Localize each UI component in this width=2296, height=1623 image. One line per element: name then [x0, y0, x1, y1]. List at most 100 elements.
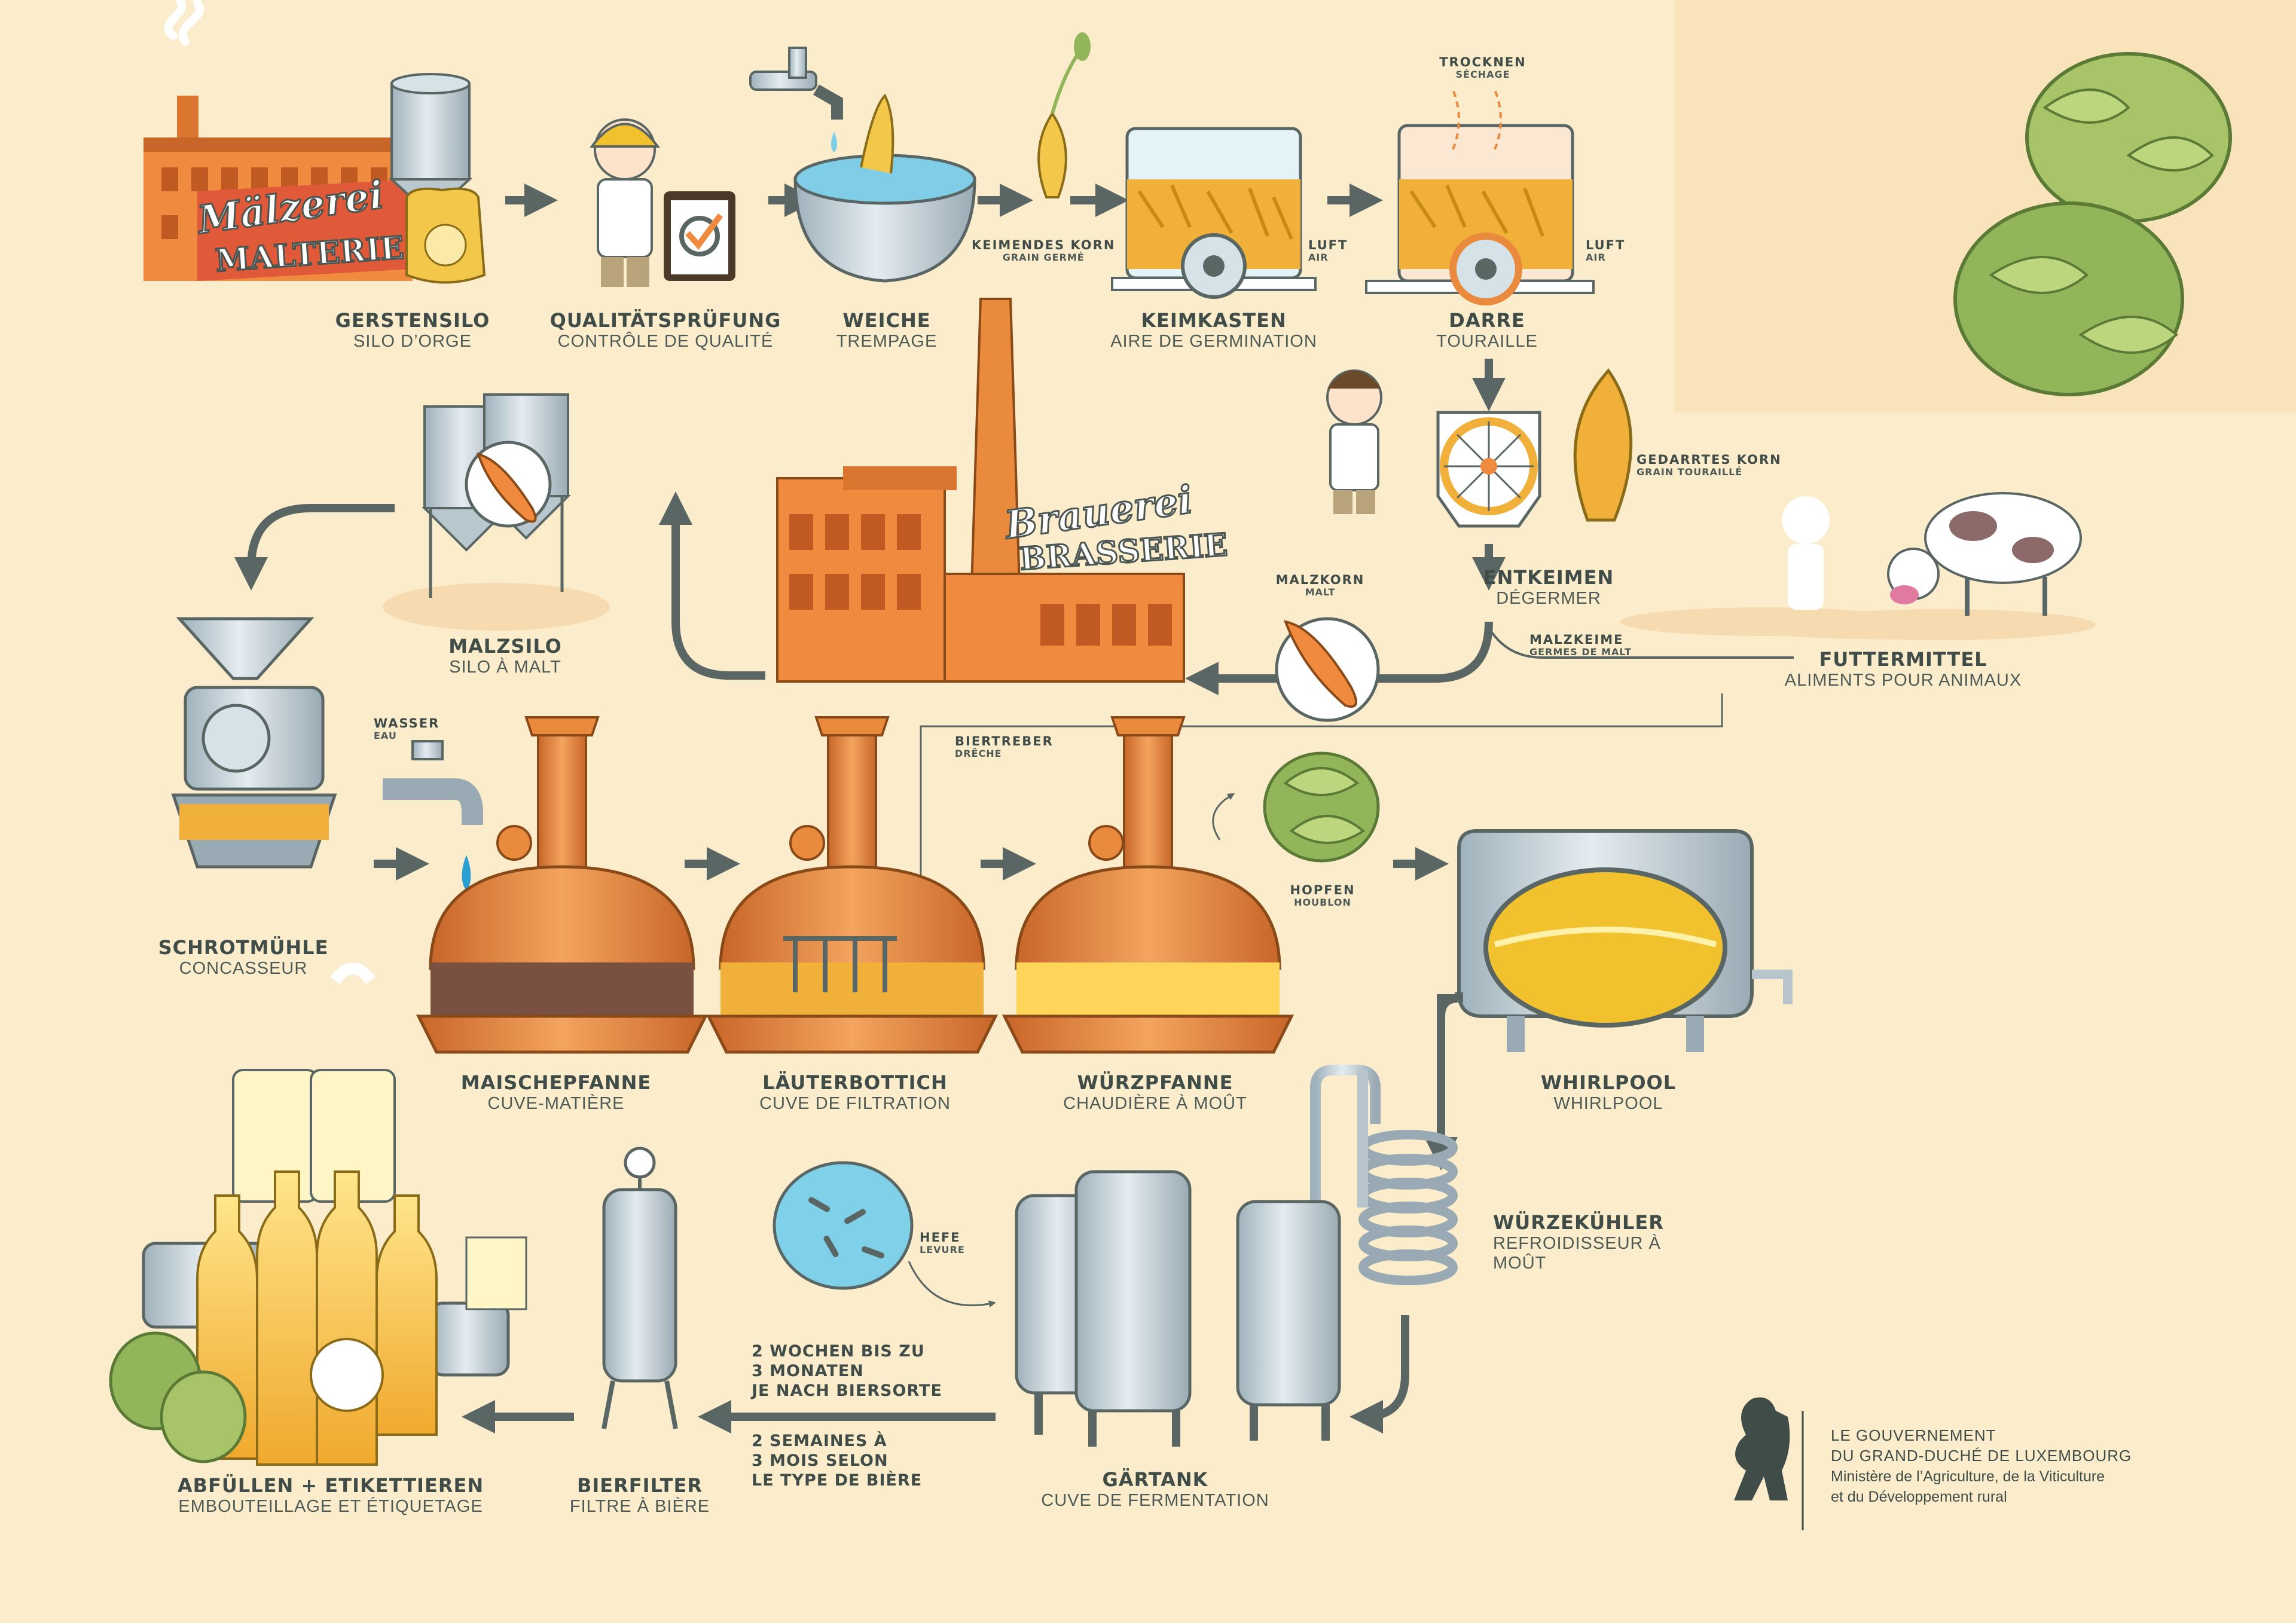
station-whirlpool: WHIRLPOOL WHIRLPOOL	[1541, 1072, 1676, 1114]
ministry-name-line2: et du Développement rural	[1831, 1488, 2007, 1505]
station-gaertank: GÄRTANK CUVE DE FERMENTATION	[1041, 1469, 1269, 1511]
station-label-fr: CUVE-MATIÈRE	[487, 1093, 625, 1113]
flow-arrow	[671, 520, 765, 680]
duration-line: 3 MONATEN	[752, 1361, 864, 1380]
station-label-de: MALZSILO	[448, 635, 562, 658]
label-hopfen: HOPFEN HOUBLON	[1290, 883, 1355, 909]
station-entkeimen: ENTKEIMEN DÉGERMER	[1483, 567, 1614, 609]
wort-kettle	[1002, 716, 1294, 1054]
station-weiche: WEICHE TREMPAGE	[836, 310, 938, 352]
label-biertreber: BIERTREBER DRÊCHE	[955, 734, 1054, 760]
small-label-fr: GRAIN TOURAILLÉ	[1636, 466, 1743, 478]
station-label-fr: CUVE DE FILTRATION	[759, 1093, 951, 1113]
station-label-fr: ALIMENTS POUR ANIMAUX	[1784, 670, 2022, 690]
small-label-de: WASSER	[374, 716, 440, 730]
station-label-de: LÄUTERBOTTICH	[762, 1071, 948, 1094]
lauter-tun	[706, 716, 999, 1054]
station-label-de: DARRE	[1449, 309, 1525, 332]
station-label-de: GERSTENSILO	[335, 309, 490, 332]
station-label-fr: FILTRE À BIÈRE	[569, 1496, 710, 1516]
brewery-building	[776, 298, 1185, 683]
label-luft-darre: LUFT AIR	[1586, 238, 1625, 264]
fermentation-tanks	[1015, 1170, 1341, 1447]
small-label-de: BIERTREBER	[955, 734, 1054, 748]
barley-sack	[405, 187, 486, 284]
small-label-de: LUFT	[1586, 238, 1626, 252]
station-label-fr: CUVE DE FERMENTATION	[1041, 1490, 1269, 1510]
small-label-fr: EAU	[374, 730, 397, 742]
floor-shadow	[383, 583, 610, 631]
cow	[1887, 492, 2082, 616]
malt-silos	[422, 393, 571, 598]
station-maischepfanne: MAISCHEPFANNE CUVE-MATIÈRE	[461, 1072, 652, 1114]
small-label-fr: HOUBLON	[1294, 897, 1351, 909]
station-darre: DARRE TOURAILLE	[1436, 310, 1538, 352]
hop-cone	[1212, 751, 1380, 863]
station-label-de: SCHROTMÜHLE	[158, 936, 329, 959]
degerming-machine	[1436, 411, 1541, 528]
small-label-de: HEFE	[920, 1230, 961, 1245]
duration-line: LE TYPE DE BIÈRE	[752, 1471, 923, 1490]
germination-box	[1111, 127, 1317, 299]
station-label-de: WHIRLPOOL	[1540, 1071, 1677, 1094]
station-label-fr-2: MOÛT	[1493, 1254, 1547, 1273]
station-label-fr: SILO À MALT	[449, 657, 561, 677]
kilned-grain	[1573, 368, 1633, 522]
whirlpool-tank	[1457, 829, 1793, 1052]
small-label-fr: AIR	[1308, 252, 1329, 264]
luxembourg-lion-logo	[1734, 1397, 1804, 1530]
station-schrotmuehle: SCHROTMÜHLE CONCASSEUR	[158, 937, 329, 979]
station-label-de: MAISCHEPFANNE	[460, 1071, 652, 1094]
station-gerstensilo: GERSTENSILO SILO D’ORGE	[335, 310, 490, 352]
station-label-de: BIERFILTER	[577, 1474, 703, 1497]
station-label-de: QUALITÄTSPRÜFUNG	[549, 309, 781, 332]
quality-clipboard	[664, 191, 735, 281]
station-label-fr: REFROIDISSEUR À	[1493, 1233, 1661, 1253]
beer-bottles-and-glasses	[109, 962, 527, 1466]
station-bierfilter: BIERFILTER FILTRE À BIÈRE	[570, 1475, 710, 1517]
label-trocknen: TROCKNEN SÉCHAGE	[1439, 55, 1526, 81]
duration-line: JE NACH BIERSORTE	[752, 1381, 942, 1400]
wort-cooler-coil	[1310, 1065, 1458, 1285]
station-label-fr: CONCASSEUR	[179, 958, 308, 978]
small-label-fr: AIR	[1586, 252, 1606, 264]
fermentation-duration-fr: 2 SEMAINES À 3 MOIS SELON LE TYPE DE BIÈ…	[752, 1432, 922, 1491]
label-luft-keimkasten: LUFT AIR	[1308, 238, 1348, 264]
mash-tun	[416, 716, 709, 1054]
degerming-worker	[1326, 369, 1382, 514]
station-label-de: WÜRZPFANNE	[1077, 1071, 1234, 1094]
station-label-de: KEIMKASTEN	[1141, 309, 1287, 332]
station-label-de: FUTTERMITTEL	[1819, 648, 1987, 671]
spent-grain-line	[920, 693, 1723, 897]
label-malzkorn: MALZKORN MALT	[1276, 573, 1365, 598]
station-label-fr: WHIRLPOOL	[1553, 1093, 1663, 1113]
steeping-vessel	[793, 93, 976, 283]
small-label-fr: MALT	[1305, 586, 1336, 598]
station-label-fr: CHAUDIÈRE À MOÛT	[1063, 1093, 1247, 1113]
station-label-de: ENTKEIMEN	[1483, 566, 1614, 589]
label-hefe: HEFE LEVURE	[920, 1230, 965, 1256]
small-label-de: KEIMENDES KORN	[972, 238, 1116, 252]
small-label-fr: SÉCHAGE	[1455, 69, 1510, 81]
label-keimendes-korn: KEIMENDES KORN GRAIN GERMÉ	[972, 238, 1115, 264]
small-label-de: MALZKEIME	[1529, 632, 1624, 647]
station-abfuellen: ABFÜLLEN + ETIKETTIEREN EMBOUTEILLAGE ET…	[178, 1475, 484, 1517]
malt-grain-medallion	[1275, 617, 1380, 722]
station-label-fr: AIRE DE GERMINATION	[1110, 331, 1317, 351]
farmer-silhouette	[1782, 496, 1830, 610]
government-logo-text: LE GOUVERNEMENT DU GRAND-DUCHÉ DE LUXEMB…	[1831, 1426, 2132, 1507]
small-label-de: LUFT	[1308, 238, 1348, 252]
station-label-fr: EMBOUTEILLAGE ET ÉTIQUETAGE	[178, 1496, 483, 1516]
station-qualitaetspruefung: QUALITÄTSPRÜFUNG CONTRÔLE DE QUALITÉ	[550, 310, 781, 352]
small-label-de: GEDARRTES KORN	[1636, 453, 1782, 467]
station-wuerzpfanne: WÜRZPFANNE CHAUDIÈRE À MOÛT	[1063, 1072, 1247, 1114]
station-futtermittel: FUTTERMITTEL ALIMENTS POUR ANIMAUX	[1785, 649, 2022, 690]
duration-line: 2 SEMAINES À	[752, 1432, 887, 1450]
duration-line: 3 MOIS SELON	[752, 1451, 889, 1470]
label-malzkeime: MALZKEIME GERMES DE MALT	[1529, 632, 1632, 658]
station-malzsilo: MALZSILO SILO À MALT	[448, 635, 562, 677]
small-label-de: TROCKNEN	[1439, 55, 1526, 69]
station-label-fr: CONTRÔLE DE QUALITÉ	[557, 331, 774, 351]
flow-arrow	[1214, 621, 1493, 683]
